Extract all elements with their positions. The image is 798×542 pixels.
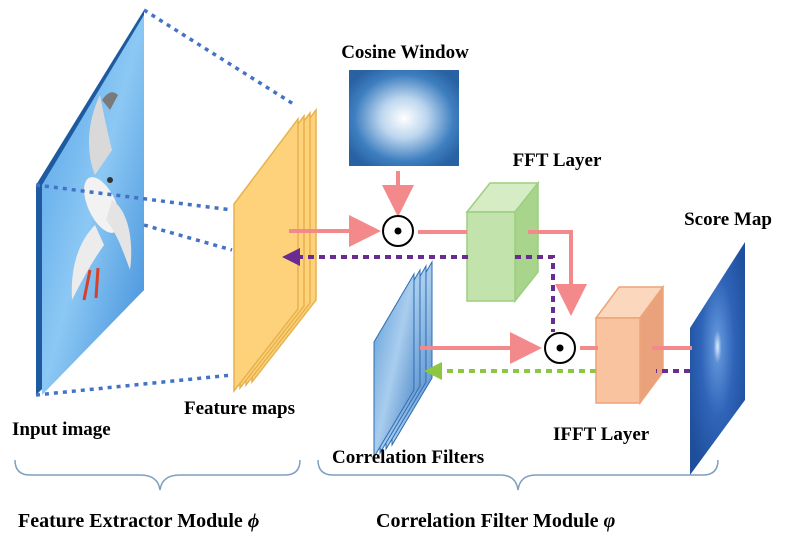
correlation-filters-label: Correlation Filters <box>332 447 484 468</box>
feature-extractor-module-text: Feature Extractor Module <box>18 510 248 532</box>
input-image-label: Input image <box>12 419 111 440</box>
purple-arrowhead <box>282 248 300 266</box>
score-map <box>690 242 745 475</box>
ifft-layer-label: IFFT Layer <box>553 424 650 445</box>
green-arrowhead <box>424 362 442 380</box>
fft-layer-box <box>465 180 540 304</box>
feature-extractor-brace <box>14 459 301 491</box>
input-image <box>36 10 144 395</box>
score-map-label: Score Map <box>684 209 772 230</box>
correlation-filters <box>373 260 433 459</box>
elementwise-product-icon <box>382 215 414 247</box>
feature-maps <box>233 107 317 394</box>
correlation-filter-module-text: Correlation Filter Module <box>376 510 604 532</box>
cosine-window-label: Cosine Window <box>341 42 469 63</box>
elementwise-product-icon <box>544 332 576 364</box>
varphi-symbol: φ <box>604 510 616 532</box>
fft-layer-label: FFT Layer <box>513 150 602 171</box>
projection-lines <box>35 8 296 397</box>
backward-flow-purple <box>300 255 690 373</box>
correlation-filter-brace <box>317 459 719 491</box>
forward-flow <box>289 171 692 364</box>
feature-maps-label: Feature maps <box>184 398 295 419</box>
phi-symbol: ϕ <box>248 510 260 532</box>
feature-extractor-module-label: Feature Extractor Module ϕ <box>18 510 259 532</box>
ifft-layer-box <box>594 284 665 406</box>
cosine-window <box>349 70 459 166</box>
correlation-filter-module-label: Correlation Filter Module φ <box>376 510 615 532</box>
